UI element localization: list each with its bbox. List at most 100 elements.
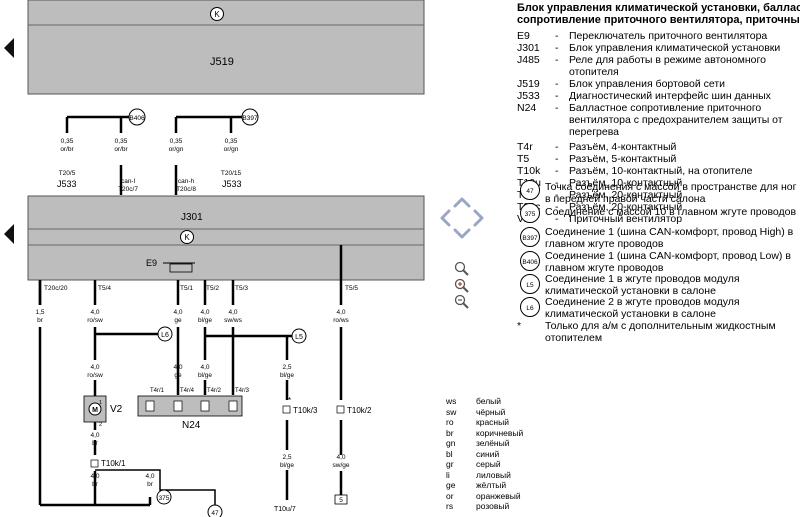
svg-text:T4r/4: T4r/4 xyxy=(180,388,195,394)
svg-text:can-h: can-h xyxy=(178,178,195,185)
svg-text:2: 2 xyxy=(99,422,102,428)
svg-text:T20/15: T20/15 xyxy=(221,170,242,177)
legend-item: J519-Блок управления бортовой сети xyxy=(517,78,726,90)
svg-text:4,0: 4,0 xyxy=(90,473,99,480)
svg-text:4,0: 4,0 xyxy=(336,309,345,316)
svg-text:2,5: 2,5 xyxy=(282,364,291,371)
svg-text:T10u/7: T10u/7 xyxy=(274,506,296,513)
svg-text:ge: ge xyxy=(174,317,182,324)
pan-controls[interactable] xyxy=(440,197,484,239)
svg-text:4,0: 4,0 xyxy=(173,364,182,371)
node-l6: L6 xyxy=(157,326,173,342)
box-5: 5 xyxy=(334,494,348,505)
zoom-in-icon[interactable] xyxy=(454,278,469,293)
node-l5: L5 xyxy=(291,328,307,344)
pan-up-icon[interactable] xyxy=(453,197,471,208)
svg-text:2,5: 2,5 xyxy=(282,454,291,461)
pan-right-icon[interactable] xyxy=(473,209,484,227)
v2-motor: M V2 1 2 xyxy=(83,395,123,428)
svg-text:B397: B397 xyxy=(522,235,538,242)
zoom-reset-icon[interactable] xyxy=(454,294,469,309)
svg-text:T20/5: T20/5 xyxy=(59,170,76,177)
svg-text:can-l: can-l xyxy=(121,178,136,185)
e9-switch: E9 xyxy=(146,258,195,273)
legend-item: J533-Диагностический интерфейс шин данны… xyxy=(517,90,771,102)
pan-down-icon[interactable] xyxy=(453,228,471,239)
svg-text:N24: N24 xyxy=(182,420,201,431)
svg-text:ro/sw: ro/sw xyxy=(87,372,103,379)
ground-wire-47 xyxy=(95,469,216,517)
svg-text:bl/ge: bl/ge xyxy=(280,372,294,379)
legend-circle-item: Соединение 1 в жгуте проводов модуля кли… xyxy=(545,273,740,297)
svg-text:0,35: 0,35 xyxy=(61,138,74,145)
n24-resistor: N24 xyxy=(137,395,243,431)
previous-page-arrow-icon[interactable] xyxy=(4,38,14,58)
zoom-controls[interactable] xyxy=(454,261,469,309)
svg-text:47: 47 xyxy=(211,510,219,517)
k-marker-label: K xyxy=(214,10,220,19)
svg-text:or/br: or/br xyxy=(60,146,74,153)
legend-circle-item: Точка соединения с массой в пространстве… xyxy=(545,181,797,205)
svg-text:4,0: 4,0 xyxy=(173,309,182,316)
svg-text:4,0: 4,0 xyxy=(200,364,209,371)
svg-text:375: 375 xyxy=(525,211,536,218)
node-b397: B397 xyxy=(241,108,259,126)
svg-text:T5/2: T5/2 xyxy=(206,285,219,292)
j533-labels: J533 J533 xyxy=(57,179,242,189)
svg-text:4,0: 4,0 xyxy=(200,309,209,316)
legend-title-line-1: Блок управления климатической установки,… xyxy=(517,2,800,14)
j519-block: K J519 xyxy=(27,0,425,95)
node-375: 375 xyxy=(156,489,172,505)
pan-left-icon[interactable] xyxy=(440,209,451,227)
svg-text:0,35: 0,35 xyxy=(225,138,238,145)
node-47: 47 xyxy=(207,504,223,517)
svg-text:T20c/20: T20c/20 xyxy=(44,285,68,292)
svg-text:T5/1: T5/1 xyxy=(180,285,193,292)
svg-text:0,35: 0,35 xyxy=(170,138,183,145)
svg-text:ro/ws: ro/ws xyxy=(333,317,349,324)
svg-text:ro/sw: ro/sw xyxy=(87,317,103,324)
svg-text:4,0: 4,0 xyxy=(90,432,99,439)
svg-text:L5: L5 xyxy=(295,334,303,341)
k-marker-icon xyxy=(210,7,224,21)
legend-circle-item: Соединение с массой 10 в главном жгуте п… xyxy=(545,206,797,218)
svg-text:T5/5: T5/5 xyxy=(345,285,358,292)
node-b406: B406 xyxy=(128,108,146,126)
svg-text:B406: B406 xyxy=(522,259,538,266)
svg-text:1: 1 xyxy=(99,400,102,406)
legend-circle-item: Соединение 1 (шина CAN-комфорт, провод H… xyxy=(545,226,794,250)
svg-text:4,0: 4,0 xyxy=(90,309,99,316)
svg-text:T4r/2: T4r/2 xyxy=(207,388,222,394)
svg-text:J533: J533 xyxy=(222,179,242,189)
legend-item: J301-Блок управления климатической устан… xyxy=(517,42,781,54)
svg-text:4,0: 4,0 xyxy=(336,454,345,461)
svg-text:K: K xyxy=(184,233,190,242)
svg-text:ge: ge xyxy=(174,372,182,379)
svg-text:T10k/1: T10k/1 xyxy=(101,459,126,468)
j519-label: J519 xyxy=(210,56,234,68)
zoom-out-icon[interactable] xyxy=(454,261,469,276)
svg-text:T10k/3: T10k/3 xyxy=(293,406,318,415)
previous-page-arrow-icon-lower[interactable] xyxy=(4,224,14,244)
svg-text:375: 375 xyxy=(159,495,170,502)
legend-circle-item: Соединение 1 (шина CAN-комфорт, провод L… xyxy=(545,250,791,274)
svg-text:T10k/2: T10k/2 xyxy=(347,406,372,415)
svg-text:5: 5 xyxy=(339,497,343,504)
svg-text:br: br xyxy=(37,317,44,324)
svg-text:L6: L6 xyxy=(526,305,534,312)
svg-text:L6: L6 xyxy=(161,332,169,339)
svg-text:T20c/7: T20c/7 xyxy=(118,186,138,193)
svg-text:1,5: 1,5 xyxy=(35,309,44,316)
legend-title-line-2: сопротивление приточного вентилятора, пр… xyxy=(517,14,800,26)
legend-item: T4r-Разъём, 4-контактный xyxy=(517,141,677,153)
svg-text:V2: V2 xyxy=(110,404,123,415)
svg-text:T20c/8: T20c/8 xyxy=(176,186,196,193)
